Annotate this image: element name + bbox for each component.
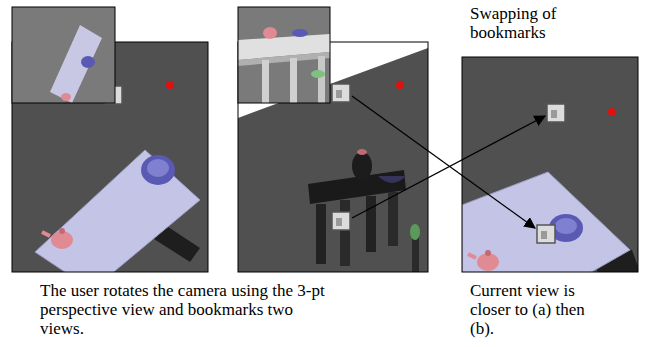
table-leg — [316, 204, 326, 264]
inset-view-a — [12, 7, 115, 103]
teapot-spout — [42, 232, 50, 236]
table-top — [35, 150, 200, 272]
caption-text: Swapping of bookmarks — [470, 4, 588, 42]
bookmark-icon — [537, 225, 555, 243]
table-leg — [388, 192, 398, 246]
bowl — [378, 176, 406, 183]
red-dot — [166, 81, 174, 89]
teapot-lid — [485, 250, 491, 256]
vase-top — [357, 149, 367, 155]
table-leg — [340, 200, 350, 266]
inset-border — [238, 7, 330, 103]
bowl — [141, 155, 175, 185]
swap-arrow — [352, 96, 535, 228]
caption-text: The user rotates the camera using the 3-… — [40, 281, 340, 338]
bookmark-icon — [332, 212, 350, 230]
red-dot — [396, 81, 404, 89]
current-view-render — [462, 57, 638, 272]
panel-border — [238, 42, 428, 272]
vase — [352, 152, 372, 180]
inset-border — [12, 7, 115, 103]
bookmark-icon — [547, 104, 565, 122]
floor — [238, 42, 428, 272]
table-top — [462, 172, 630, 272]
bowl-inside — [147, 159, 169, 177]
teapot-lid — [59, 228, 65, 234]
teapot-spout — [468, 254, 476, 258]
panel-border — [462, 57, 638, 272]
green-object — [410, 224, 420, 240]
view-b-render — [238, 42, 428, 272]
bookmark-icon — [332, 84, 350, 102]
inset-view-b — [238, 7, 330, 103]
bowl-inside — [555, 218, 577, 234]
table-leg — [366, 196, 376, 252]
caption-text: Current view is closer to (a) then (b). — [470, 281, 588, 338]
swap-arrow — [352, 116, 545, 218]
red-dot — [608, 108, 616, 116]
